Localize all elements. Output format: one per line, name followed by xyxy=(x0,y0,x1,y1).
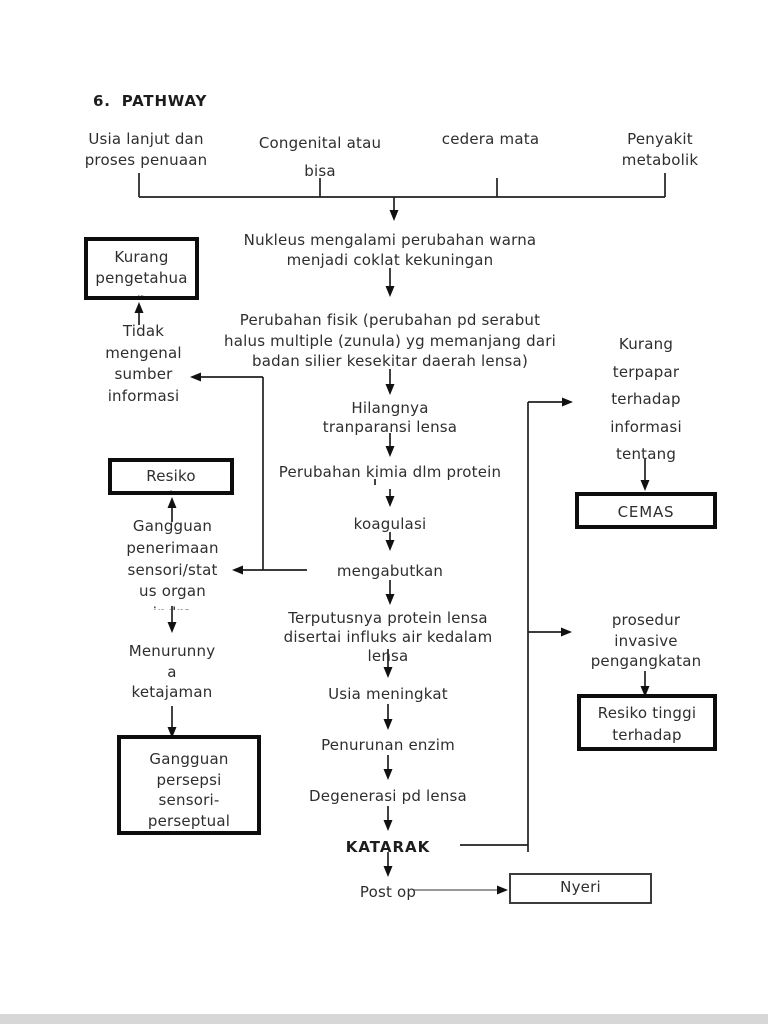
node-post-op: Post op xyxy=(359,883,417,901)
box-nyeri-label: Nyeri xyxy=(560,878,601,896)
cause-penyakit-metabolik: Penyakit metabolik xyxy=(621,130,699,169)
node-prosedur-invasive: prosedur invasive pengangkatan xyxy=(590,611,702,670)
box-gangguan-persepsi-label: Gangguan persepsi sensori- perseptual pe… xyxy=(147,750,231,830)
funnel-line xyxy=(138,173,666,198)
cause-congenital: Congenital atau bisa xyxy=(258,134,382,180)
node-penurunan-enzim: Penurunan enzim xyxy=(321,736,455,754)
page-title: 6. PATHWAY xyxy=(93,92,207,110)
box-resiko-cedera-label: Resiko Cedera xyxy=(143,467,198,491)
cause-cedera-mata: cedera mata xyxy=(441,130,540,148)
node-usia-meningkat: Usia meningkat xyxy=(328,685,448,703)
box-kurang-pengetahuan: Kurang pengetahua n xyxy=(84,237,199,300)
node-perubahan-kimia: Perubahan kimia dlm protein xyxy=(278,463,502,481)
box-resiko-tinggi-label: Resiko tinggi terhadap xyxy=(597,704,697,744)
box-resiko-tinggi: Resiko tinggi terhadap xyxy=(577,694,717,751)
node-menurunnya-ketajaman: Menurunny a ketajaman xyxy=(128,642,216,701)
node-mengabutkan: mengabutkan xyxy=(336,562,444,580)
node-hilangnya-transparansi: Hilangnya tranparansi lensa xyxy=(322,399,458,436)
node-nukleus-perubahan-warna: Nukleus mengalami perubahan warna menjad… xyxy=(243,231,537,269)
title-number: 6. xyxy=(93,92,111,110)
node-koagulasi: koagulasi xyxy=(353,515,427,533)
box-cemas-label: CEMAS xyxy=(617,503,675,521)
title-label: PATHWAY xyxy=(121,92,208,110)
box-cemas: CEMAS xyxy=(575,492,717,529)
box-kurang-pengetahuan-label: Kurang pengetahua n xyxy=(95,248,188,300)
node-kurang-terpapar-informasi: Kurang terpapar terhadap informasi tenta… xyxy=(610,335,682,463)
node-perubahan-fisik: Perubahan fisik (perubahan pd serabut ha… xyxy=(224,311,556,370)
node-gangguan-penerimaan-sensori: Gangguan penerimaan sensori/stat us orga… xyxy=(126,517,219,610)
box-resiko-cedera: Resiko Cedera xyxy=(108,458,234,495)
node-terputusnya-protein: Terputusnya protein lensa disertai influ… xyxy=(283,609,493,665)
box-nyeri: Nyeri xyxy=(509,873,652,904)
scan-page-edge xyxy=(0,1014,768,1024)
cause-usia-lanjut: Usia lanjut dan proses penuaan xyxy=(84,130,208,169)
node-tidak-mengenal-informasi: Tidak mengenal sumber informasi xyxy=(105,322,182,405)
box-gangguan-persepsi: Gangguan persepsi sensori- perseptual pe… xyxy=(117,735,261,835)
node-katarak: KATARAK xyxy=(345,838,431,856)
node-degenerasi-lensa: Degenerasi pd lensa xyxy=(309,787,467,805)
